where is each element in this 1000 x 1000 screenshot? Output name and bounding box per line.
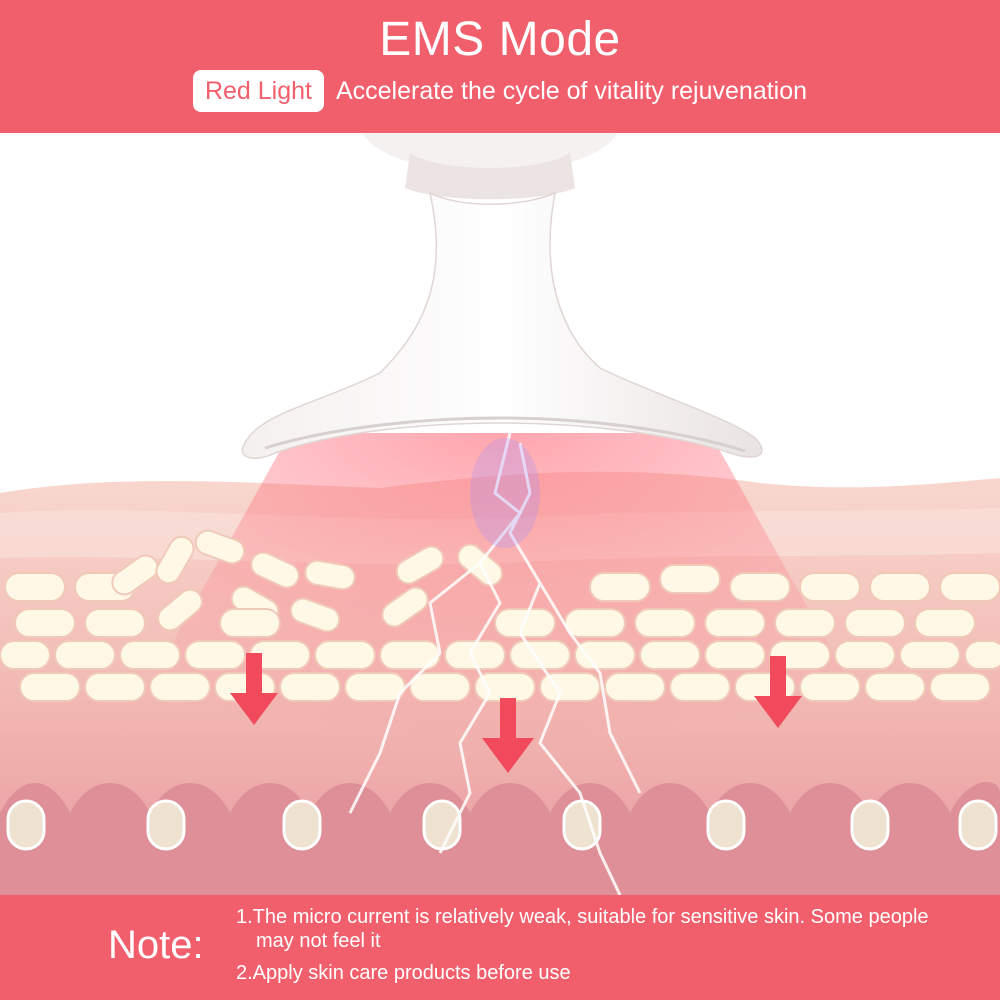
tagline: Accelerate the cycle of vitality rejuven… bbox=[335, 77, 808, 105]
header-banner: EMS Mode Red Light Accelerate the cycle … bbox=[0, 0, 1000, 133]
footer-note: Note: 1.The micro current is relatively … bbox=[0, 895, 1000, 1000]
mode-badge: Red Light bbox=[192, 70, 324, 112]
note-label: Note: bbox=[108, 923, 204, 967]
skin-illustration bbox=[0, 133, 1000, 895]
basal-cells bbox=[6, 799, 998, 851]
note-item: 2.Apply skin care products before use bbox=[236, 962, 571, 984]
lightning-icon bbox=[348, 432, 642, 895]
subtitle-row: Red Light Accelerate the cycle of vitali… bbox=[0, 70, 1000, 112]
note-list: 1.The micro current is relatively weak, … bbox=[236, 905, 956, 993]
ems-device bbox=[241, 133, 763, 459]
page-title: EMS Mode bbox=[379, 13, 621, 66]
down-arrow-icon bbox=[230, 653, 802, 773]
note-item: 1.The micro current is relatively weak, … bbox=[236, 906, 929, 952]
